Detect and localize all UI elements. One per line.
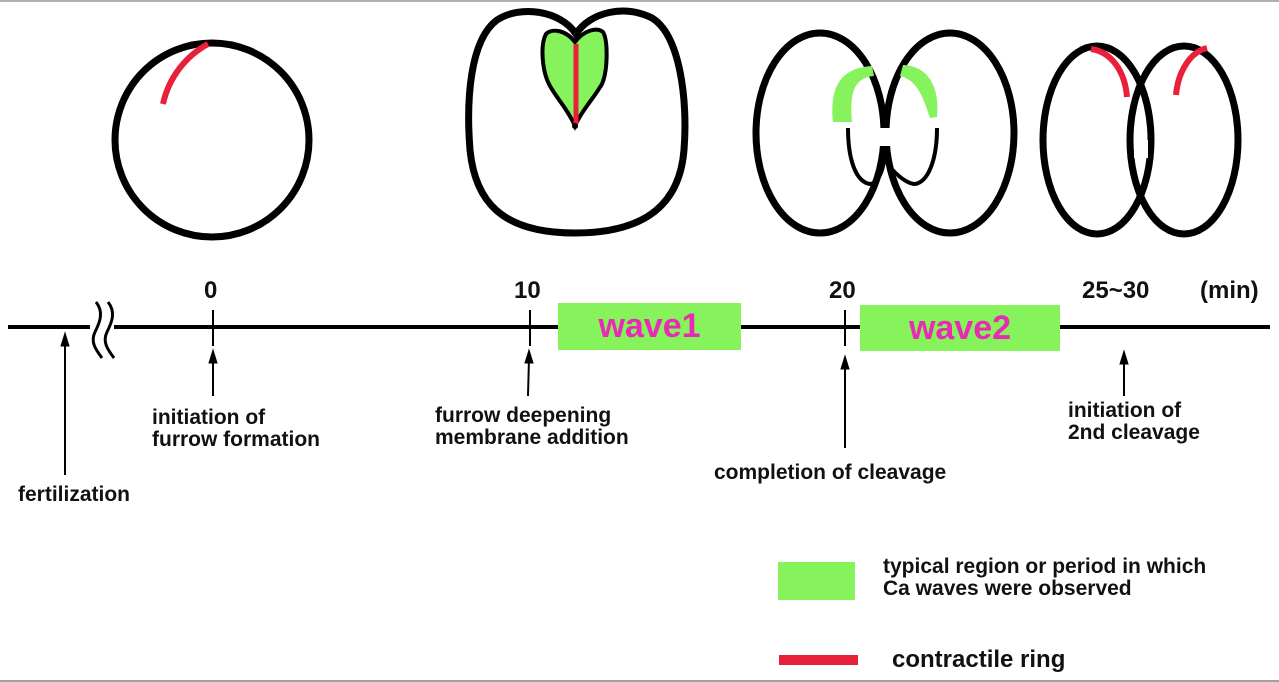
arrow-furrow-initiation [208,348,218,396]
event-second-cleavage: initiation of 2nd cleavage [1068,399,1200,445]
contractile-ring-mark-right [1173,45,1208,96]
cell-outline-right [882,29,1018,237]
wave2-period: wave2 [860,305,1060,351]
arrow-fertilization [60,331,70,475]
stage-cleavage-complete [752,29,1018,237]
cell-outline [465,7,689,237]
tick-label-0: 0 [204,277,218,304]
legend-contractile-ring-text: contractile ring [892,646,1066,673]
arrow-furrow-deepening [524,348,534,397]
stage-second-cleavage [1039,42,1242,238]
cell-outline-right [1126,42,1242,238]
event-furrow-initiation: initiation of furrow formation [152,406,320,452]
contractile-ring-mark [160,41,210,105]
legend-ca-wave-text: typical region or period in which Ca wav… [883,555,1207,601]
event-text-line1: initiation of [1068,399,1182,422]
event-text: fertilization [18,483,131,506]
ca-wave-region-right [900,65,938,118]
event-furrow-deepening: furrow deepening membrane addition [435,404,629,450]
legend-swatch-contractile-ring [779,655,858,665]
arrow-second-cleavage [1119,349,1129,396]
event-fertilization: fertilization [18,483,131,506]
legend-text-line2: Ca waves were observed [883,577,1132,601]
event-text-line2: furrow formation [152,428,320,452]
axis-break-icon [91,301,116,359]
tick-label-20: 20 [829,277,856,304]
wave2-label: wave2 [908,308,1012,347]
tick-label-10: 10 [514,277,541,304]
cell-outline-left [1039,42,1155,238]
bottom-border [0,680,1279,682]
time-unit-label: (min) [1200,277,1259,304]
contractile-ring-mark-left [1090,46,1130,98]
wave1-label: wave1 [598,307,701,345]
event-completion-of-cleavage: completion of cleavage [714,461,947,484]
legend-swatch-ca-wave [778,562,855,600]
event-text-line2: membrane addition [435,426,629,450]
event-text-line2: 2nd cleavage [1068,421,1200,445]
event-text: completion of cleavage [714,461,947,484]
top-border [0,0,1279,2]
tick-label-25-30: 25~30 [1082,277,1150,304]
event-text-line1: furrow deepening [435,404,612,427]
stage-uncleaved-egg [111,39,313,241]
ca-wave-region-left [832,66,874,122]
stage-furrow-deepening [465,7,689,237]
wave1-period: wave1 [558,303,741,350]
event-text-line1: initiation of [152,406,266,429]
cell-outline-left [752,29,888,237]
legend-text-line1: typical region or period in which [883,555,1207,578]
cell-outline [111,39,313,241]
arrow-completion [840,354,850,448]
